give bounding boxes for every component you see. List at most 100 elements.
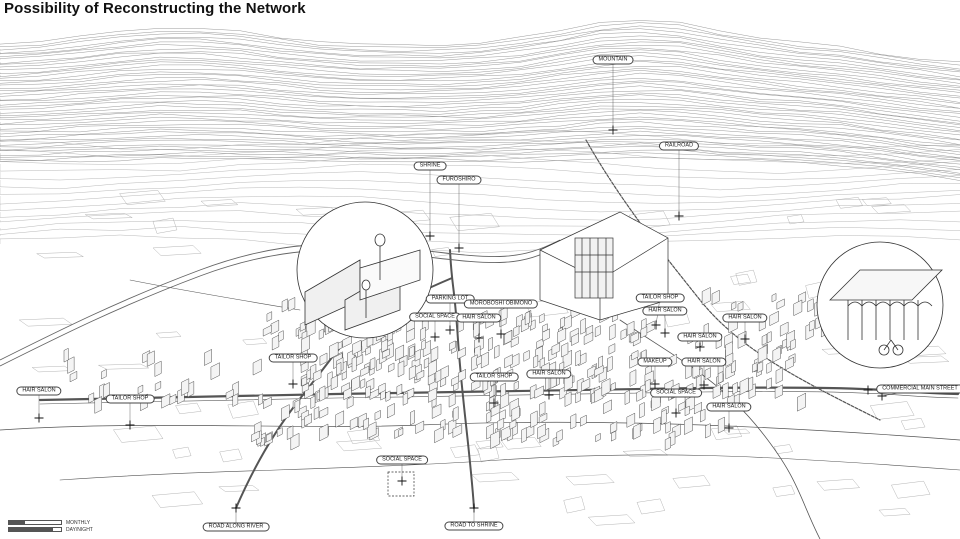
building [611, 430, 617, 442]
legend-fill-monthly [9, 521, 25, 524]
label-tailor-shop-2: TAILOR SHOP [268, 353, 318, 363]
building [594, 365, 604, 378]
building [398, 427, 404, 437]
building [415, 420, 425, 435]
label-mountain: MOUNTAIN [592, 55, 634, 65]
cross-marker [288, 379, 298, 389]
contour-line [0, 60, 960, 99]
building [471, 354, 478, 372]
building [494, 344, 500, 359]
building [530, 410, 538, 429]
building [700, 408, 706, 423]
building [737, 330, 747, 349]
building [263, 396, 272, 410]
field-parcel [98, 363, 149, 370]
field-parcel [636, 498, 666, 515]
building [739, 377, 749, 396]
building [374, 409, 381, 421]
contour-line [0, 102, 960, 133]
contour-line [0, 85, 960, 122]
building [319, 406, 329, 419]
field-parcel [152, 217, 178, 234]
contour-line [0, 94, 960, 128]
building [288, 296, 296, 312]
building [342, 335, 352, 349]
bike-rack [903, 300, 919, 340]
label-road-to-shrine: ROAD TO SHRINE [444, 521, 504, 531]
building [523, 349, 530, 362]
label-hair-salon-1: HAIR SALON [456, 313, 502, 323]
field-parcel [710, 425, 743, 441]
building [281, 298, 288, 313]
legend-bar-monthly [8, 520, 62, 525]
building [434, 426, 444, 444]
building [488, 336, 493, 352]
building [571, 332, 579, 346]
building [335, 410, 345, 428]
field-parcels [18, 189, 950, 526]
building [301, 382, 309, 394]
building [396, 383, 403, 396]
building [511, 405, 520, 422]
field-parcel [587, 514, 636, 526]
building [513, 325, 520, 338]
contour-line [0, 98, 960, 132]
building [343, 387, 352, 401]
building [154, 380, 162, 392]
building [181, 378, 190, 396]
building [420, 326, 426, 341]
inset-circle-right [816, 241, 944, 369]
field-parcel [878, 508, 911, 517]
building [312, 369, 322, 382]
building [304, 413, 312, 427]
contour-line [0, 105, 960, 136]
field-parcel [155, 331, 182, 339]
building [594, 386, 604, 403]
building [161, 393, 171, 409]
social-space-plot [387, 471, 415, 497]
legend-label-monthly: MONTHLY [66, 519, 91, 526]
building [397, 360, 405, 378]
contour-line [0, 152, 960, 179]
building [542, 328, 550, 342]
building [504, 329, 513, 345]
building [775, 367, 783, 385]
building [538, 412, 548, 424]
building [581, 377, 591, 392]
building [301, 376, 308, 387]
contour-line [0, 59, 960, 97]
building [580, 317, 586, 335]
building [645, 320, 655, 334]
building [712, 384, 721, 399]
building [395, 344, 405, 362]
building [752, 362, 758, 373]
building [266, 432, 272, 443]
building [761, 333, 768, 346]
building [67, 356, 75, 374]
field-parcel [346, 428, 381, 444]
building [630, 331, 639, 344]
hill-contour [0, 226, 960, 244]
legend-label-daynight: DAY/NIGHT [66, 526, 93, 533]
building [731, 359, 736, 374]
building [624, 389, 630, 406]
contour-line [0, 82, 960, 118]
field-parcel [477, 444, 500, 463]
label-moroboshi-obimono: MOROBOSHI OBIMONO [463, 299, 539, 309]
contour-line [0, 80, 960, 114]
building [382, 348, 390, 359]
bike-rack [875, 300, 891, 340]
building [564, 391, 572, 407]
building [414, 348, 421, 362]
building [232, 393, 239, 407]
building [797, 392, 806, 412]
cross-marker [651, 320, 661, 330]
building [556, 429, 563, 443]
field-parcel [431, 247, 452, 257]
building [286, 425, 294, 441]
building [711, 289, 720, 306]
bike-rack [847, 300, 863, 340]
building [595, 432, 601, 443]
building [352, 339, 362, 355]
